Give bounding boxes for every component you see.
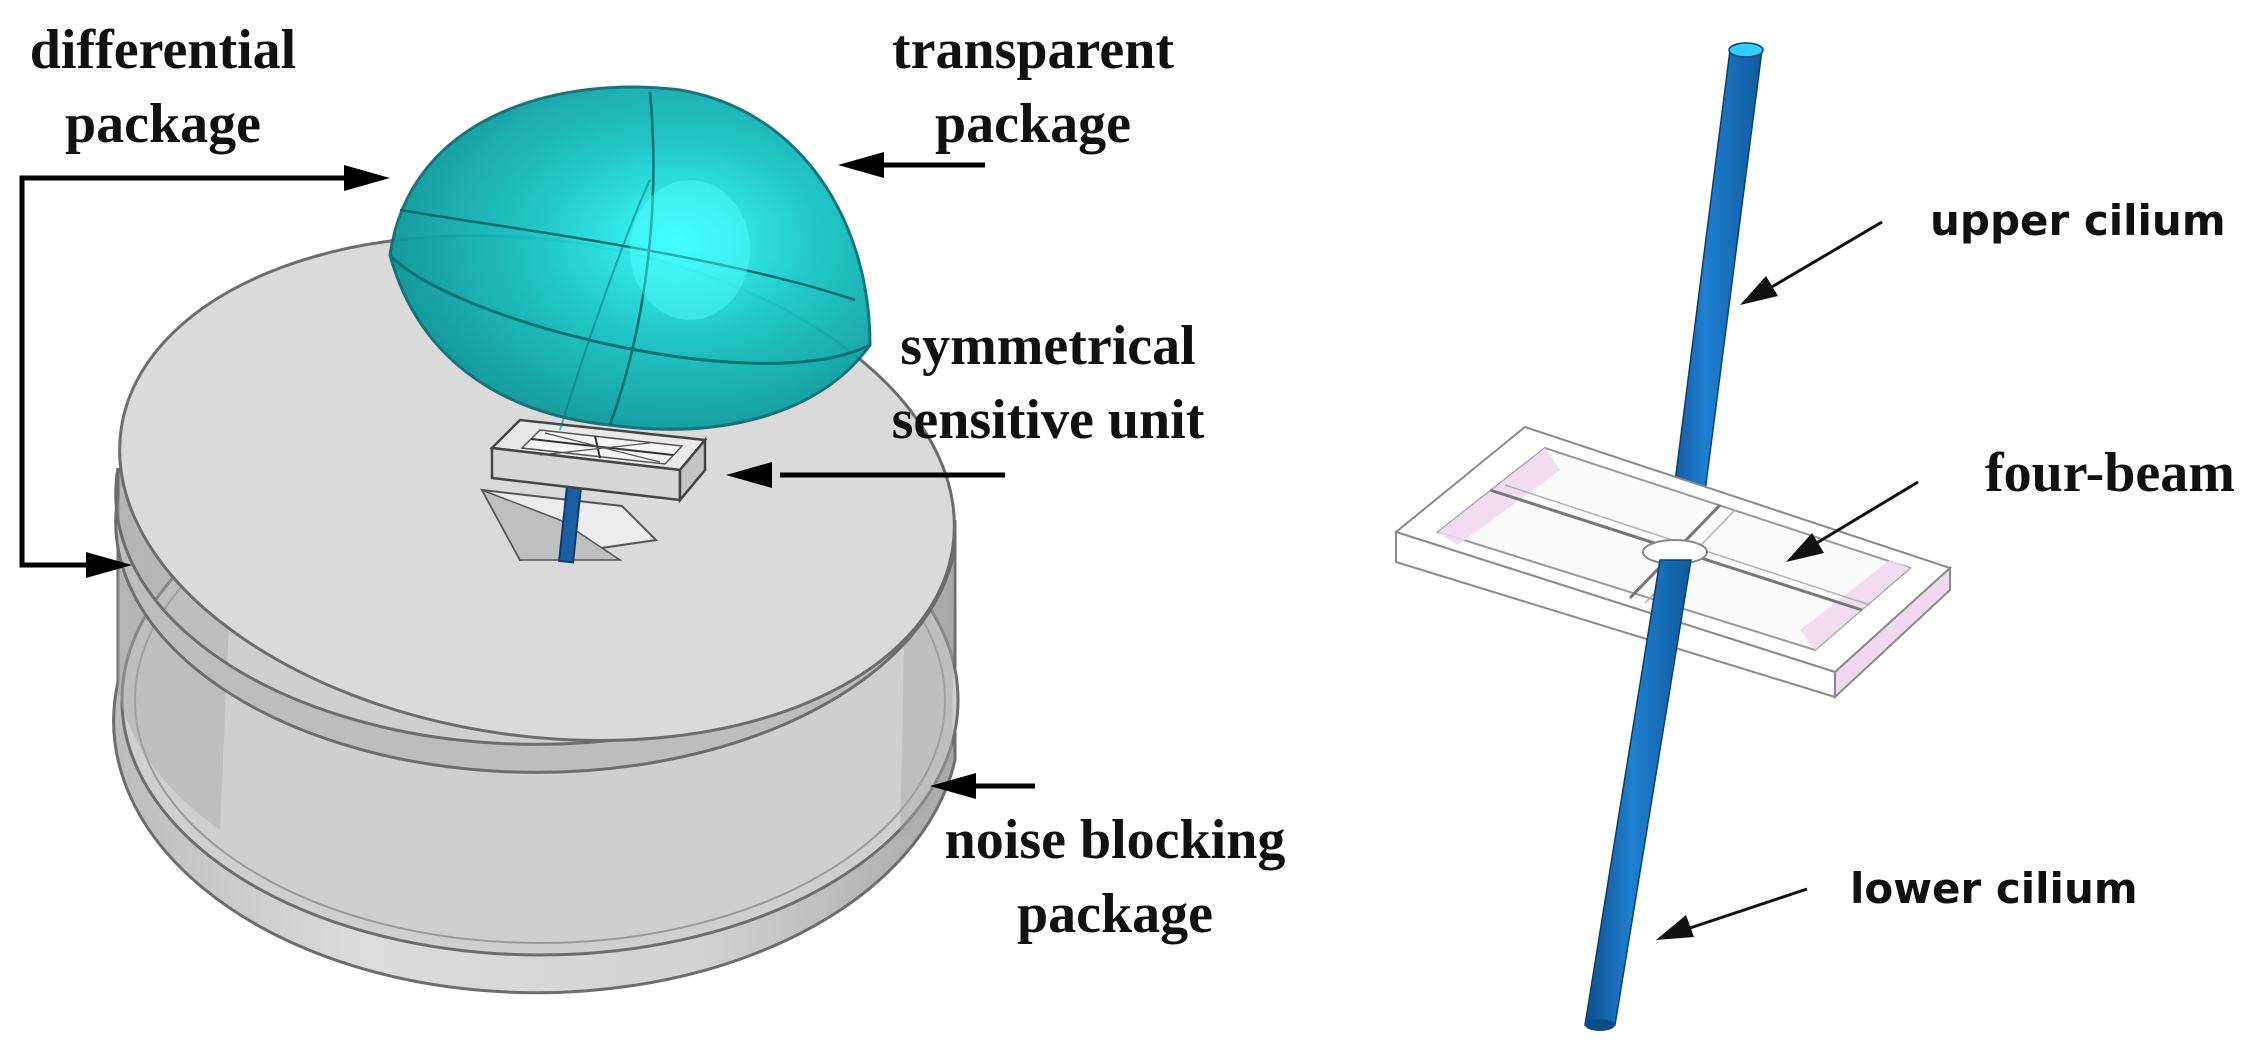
differential-arrowhead-bottom (86, 552, 132, 578)
differential-package-label: differential package (18, 22, 308, 152)
symmetrical-sensitive-unit-label-line-2: sensitive unit (891, 389, 1205, 451)
transparent-arrowhead (838, 152, 884, 178)
noise-blocking-package-label-line-1: noise blocking (944, 809, 1286, 871)
four-beam-frame (1393, 425, 1952, 700)
symmetrical-sensitive-unit-label-line-1: symmetrical (900, 315, 1196, 377)
differential-package-label-line-2: package (65, 93, 261, 155)
transparent-package-label: transparent package (878, 22, 1188, 152)
differential-bracket-line (19, 175, 360, 568)
unit-arrowhead (726, 462, 772, 488)
noise-blocking-package-label: noise blocking package (920, 812, 1310, 942)
right-arrows (1656, 220, 1919, 940)
differential-package-label-line-1: differential (29, 19, 297, 81)
four-beam-label: four-beam (1985, 442, 2235, 504)
noise-blocking-package-label-line-2: package (1017, 883, 1213, 945)
transparent-package-dome (388, 85, 872, 431)
noise-arrowhead (930, 773, 976, 799)
differential-arrowhead-top (344, 165, 390, 191)
upper-cilium-label: upper cilium (1930, 196, 2226, 245)
transparent-package-label-line-1: transparent (891, 19, 1175, 81)
symmetrical-sensitive-unit (480, 418, 708, 564)
transparent-package-label-line-2: package (935, 93, 1131, 155)
left-arrows (19, 152, 1035, 799)
lower-cilium (1584, 559, 1692, 1031)
lower-cilium-label: lower cilium (1850, 864, 2138, 913)
symmetrical-sensitive-unit-label: symmetrical sensitive unit (858, 318, 1238, 448)
